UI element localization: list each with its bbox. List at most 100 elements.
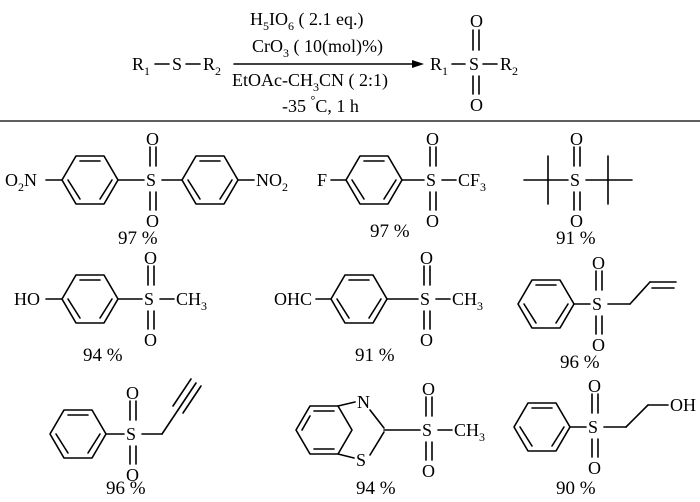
methyl-group: CH3 — [452, 289, 483, 313]
oxygen-bottom: O — [420, 330, 433, 350]
product-6-allyl-phenyl-sulfone: S O O 96 % — [517, 253, 677, 373]
yield-label: 90 % — [556, 478, 596, 499]
sulfonyl-sulfur: S — [426, 170, 436, 190]
propargyl-bond — [161, 409, 179, 435]
oxygen-bottom: O — [146, 211, 159, 231]
alkyne-triple-bond — [182, 385, 202, 414]
ring-double-bond — [336, 298, 350, 319]
thiazole-double-bond — [369, 409, 385, 429]
sulfonyl-sulfur: S — [592, 294, 602, 314]
reactant-sulfur: S — [172, 54, 182, 74]
reactant-r1: R1 — [132, 54, 150, 78]
ring-double-bond — [99, 298, 113, 319]
oxygen-top: O — [144, 248, 157, 268]
benzene-ring-left — [61, 155, 119, 205]
oxygen-bottom: O — [144, 330, 157, 350]
yield-label: 94 % — [356, 478, 396, 499]
ring-double-bond — [67, 298, 81, 319]
oxygen-bottom: O — [592, 335, 605, 355]
yield-label: 97 % — [118, 228, 158, 249]
ring-double-bond — [219, 179, 233, 200]
thiazole-bond — [337, 453, 355, 459]
benzene-ring — [345, 155, 403, 205]
benzene-ring — [49, 409, 107, 459]
oxygen-top: O — [146, 129, 159, 149]
product-r2: R2 — [500, 54, 518, 78]
product-1-bis-nitrophenyl-sulfone: O2N S O O NO2 97 % — [5, 129, 288, 249]
benzene-ring — [513, 402, 571, 452]
ring-double-bond — [523, 303, 537, 324]
sulfonyl-sulfur: S — [570, 170, 580, 190]
ring-double-bond — [99, 179, 113, 200]
sulfonyl-sulfur: S — [144, 289, 154, 309]
condition-solvent: EtOAc-CH3CN ( 2:1) — [232, 70, 388, 94]
condition-catalyst: CrO3 ( 10(mol)%) — [252, 36, 383, 60]
product-oxygen-top: O — [470, 11, 483, 31]
oxygen-top: O — [426, 129, 439, 149]
sulfonyl-sulfur: S — [588, 417, 598, 437]
sulfonyl-sulfur: S — [146, 170, 156, 190]
oxygen-top: O — [592, 253, 605, 273]
yield-label: 96 % — [106, 478, 146, 499]
allyl-bond — [629, 281, 651, 305]
nitro-right: NO2 — [256, 170, 288, 194]
reaction-equation: R1 S R2 H5IO6 ( 2.1 eq.) CrO3 ( 10(mol)%… — [132, 9, 518, 116]
arrow-head — [412, 60, 424, 68]
product-2-fluorophenyl-triflyl-sulfone: F S O O CF3 97 % — [317, 129, 486, 242]
oxygen-bottom: O — [126, 465, 139, 485]
yield-label: 94 % — [83, 345, 123, 366]
condition-oxidant: H5IO6 ( 2.1 eq.) — [250, 9, 363, 33]
thiazole-sulfur: S — [356, 450, 366, 470]
sulfonyl-sulfur: S — [422, 420, 432, 440]
oxygen-top: O — [420, 248, 433, 268]
ring-double-bond — [301, 415, 311, 431]
nitro-left: O2N — [5, 170, 37, 194]
oxygen-bottom: O — [588, 458, 601, 478]
sulfonyl-sulfur: S — [420, 289, 430, 309]
oxygen-top: O — [570, 129, 583, 149]
product-5-formylphenyl-methyl-sulfone: OHC S O O CH3 91 % — [274, 248, 483, 366]
ring-double-bond — [187, 179, 201, 200]
ring-double-bond — [519, 426, 533, 447]
product-oxygen-bottom: O — [470, 95, 483, 115]
benzene-ring — [517, 279, 575, 329]
ring-double-bond — [383, 179, 397, 200]
product-7-propargyl-phenyl-sulfone: S O O 96 % — [49, 378, 202, 499]
oxygen-bottom: O — [426, 211, 439, 231]
hydroxyl: HO — [14, 289, 40, 309]
benzene-ring — [61, 274, 119, 324]
ring-double-bond — [555, 303, 569, 324]
methyl-group: CH3 — [176, 289, 207, 313]
product-9-phenylsulfonyl-ethanol: S O O OH 90 % — [513, 376, 696, 499]
yield-label: 91 % — [556, 228, 596, 249]
product-4-hydroxyphenyl-methyl-sulfone: HO S O O CH3 94 % — [14, 248, 207, 366]
oxygen-top: O — [422, 379, 435, 399]
yield-label: 97 % — [370, 221, 410, 242]
trifluoromethyl: CF3 — [458, 170, 486, 194]
product-sulfur: S — [469, 54, 479, 74]
thiazole-bond — [337, 401, 356, 407]
benzene-ring — [330, 274, 388, 324]
product-r1: R1 — [430, 54, 448, 78]
thiazole-bond — [369, 431, 385, 456]
yield-label: 91 % — [355, 345, 395, 366]
oxygen-top: O — [588, 376, 601, 396]
fluorine: F — [317, 170, 327, 190]
ring-double-bond — [368, 298, 382, 319]
product-3-di-tert-butyl-sulfone: S O O 91 % — [523, 129, 633, 249]
oxygen-top: O — [126, 383, 139, 403]
hydroxyl: OH — [670, 395, 696, 415]
yield-label: 96 % — [560, 352, 600, 373]
benzene-ring — [295, 405, 353, 455]
product-8-methylsulfonyl-benzothiazole: N S S O O CH3 94 % — [295, 379, 485, 499]
sulfonyl-sulfur: S — [126, 424, 136, 444]
ring-double-bond — [351, 179, 365, 200]
condition-temperature: -35 °C, 1 h — [282, 93, 359, 116]
methyl-group: CH3 — [454, 420, 485, 444]
alkyne-triple-bond — [172, 378, 192, 407]
alkyne-triple-bond — [177, 382, 197, 411]
oxygen-bottom: O — [422, 461, 435, 481]
benzene-ring-right — [181, 155, 239, 205]
ring-double-bond — [87, 433, 101, 454]
